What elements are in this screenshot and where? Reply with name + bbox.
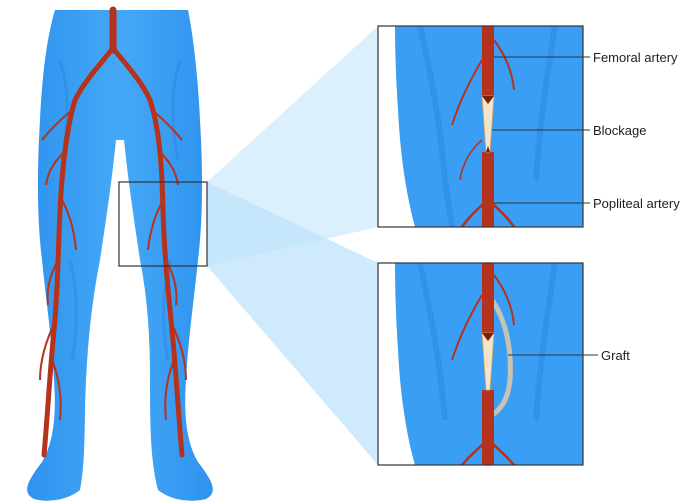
- zoom-panel-graft: [378, 263, 583, 465]
- legs-illustration: [27, 10, 213, 501]
- label-blockage: Blockage: [593, 124, 646, 137]
- label-graft: Graft: [601, 349, 630, 362]
- label-femoral-artery: Femoral artery: [593, 51, 678, 64]
- zoom-panel-blockage: [378, 26, 583, 227]
- label-popliteal-artery: Popliteal artery: [593, 197, 680, 210]
- zoom-beam: [207, 26, 378, 465]
